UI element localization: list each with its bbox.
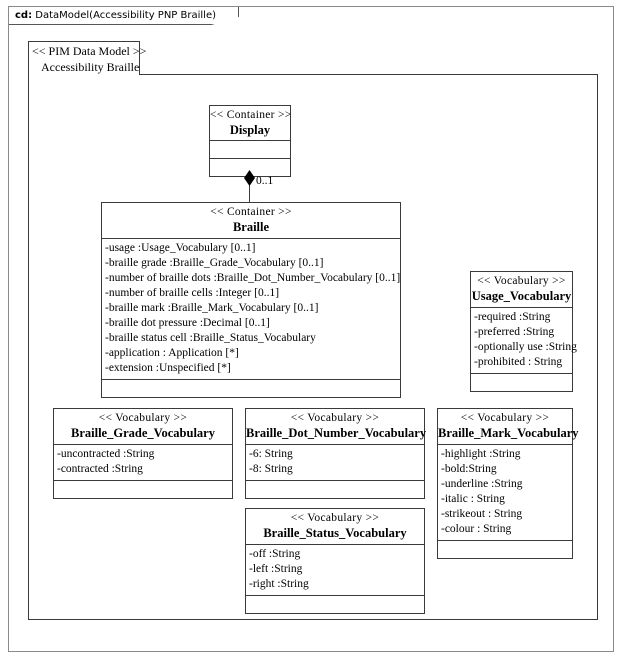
diagram-title-tab: cd: DataModel(Accessibility PNP Braille) — [9, 7, 239, 25]
class-braille-name: Braille — [232, 220, 270, 234]
class-braille-stereotype: << Container >> — [210, 206, 292, 218]
attribute-row: -off :String — [249, 548, 301, 560]
attribute-row: -braille status cell :Braille_Status_Voc… — [105, 332, 316, 344]
diagram-kind-label: cd: — [15, 10, 33, 21]
class-display-attributes — [210, 141, 290, 159]
attribute-row: -contracted :String — [57, 463, 143, 475]
class-braille-grade-vocabulary-stereotype: << Vocabulary >> — [98, 412, 188, 424]
attribute-row: -left :String — [249, 563, 303, 575]
attribute-row: -prohibited : String — [474, 356, 563, 368]
association-line-display-braille — [249, 172, 250, 203]
attribute-row: -optionally use :String — [474, 341, 577, 353]
class-usage-vocabulary-name: Usage_Vocabulary — [471, 289, 572, 303]
attribute-row: -extension :Unspecified [*] — [105, 362, 231, 374]
diagram-title-label: DataModel(Accessibility PNP Braille) — [32, 10, 216, 21]
class-braille-dot-number-vocabulary-attributes: -6: String -8: String — [246, 445, 424, 481]
attribute-row: -italic : String — [441, 493, 505, 505]
class-braille-status-vocabulary-stereotype: << Vocabulary >> — [290, 512, 380, 524]
class-display[interactable]: << Container >> Display — [209, 105, 291, 177]
attribute-row: -colour : String — [441, 523, 512, 535]
attribute-row: -required :String — [474, 311, 551, 323]
class-braille-mark-vocabulary-header: << Vocabulary >> Braille_Mark_Vocabulary — [438, 409, 579, 445]
association-multiplicity-label: 0..1 — [256, 175, 274, 187]
class-braille-status-vocabulary-header: << Vocabulary >> Braille_Status_Vocabula… — [246, 509, 424, 545]
class-braille-grade-vocabulary-name: Braille_Grade_Vocabulary — [71, 426, 215, 440]
class-braille-dot-number-vocabulary-operations — [246, 481, 424, 498]
class-braille[interactable]: << Container >> Braille -usage :Usage_Vo… — [101, 202, 401, 398]
class-braille-mark-vocabulary-operations — [438, 541, 572, 558]
attribute-row: -8: String — [249, 463, 293, 475]
class-usage-vocabulary-stereotype: << Vocabulary >> — [477, 275, 566, 287]
class-display-name: Display — [229, 123, 271, 137]
attribute-row: -application : Application [*] — [105, 347, 239, 359]
class-usage-vocabulary-header: << Vocabulary >> Usage_Vocabulary — [471, 272, 572, 308]
class-braille-attributes: -usage :Usage_Vocabulary [0..1] -braille… — [102, 239, 400, 380]
class-usage-vocabulary-attributes: -required :String -preferred :String -op… — [471, 308, 577, 374]
class-braille-status-vocabulary-attributes: -off :String -left :String -right :Strin… — [246, 545, 424, 596]
attribute-row: -number of braille cells :Integer [0..1] — [105, 287, 280, 299]
class-braille-dot-number-vocabulary-stereotype: << Vocabulary >> — [290, 412, 380, 424]
class-braille-mark-vocabulary[interactable]: << Vocabulary >> Braille_Mark_Vocabulary… — [437, 408, 579, 559]
attribute-row: -strikeout : String — [441, 508, 523, 520]
class-braille-grade-vocabulary[interactable]: << Vocabulary >> Braille_Grade_Vocabular… — [53, 408, 233, 499]
attribute-row: -6: String — [249, 448, 293, 460]
attribute-row: -number of braille dots :Braille_Dot_Num… — [105, 272, 401, 284]
attribute-row: -right :String — [249, 578, 309, 590]
attribute-row: -preferred :String — [474, 326, 555, 338]
class-braille-mark-vocabulary-stereotype: << Vocabulary >> — [460, 412, 550, 424]
class-braille-mark-vocabulary-name: Braille_Mark_Vocabulary — [438, 426, 579, 440]
attribute-row: -underline :String — [441, 478, 523, 490]
attribute-row: -bold:String — [441, 463, 497, 475]
class-braille-status-vocabulary-operations — [246, 596, 424, 613]
class-braille-status-vocabulary-name: Braille_Status_Vocabulary — [263, 526, 407, 540]
class-braille-dot-number-vocabulary-name: Braille_Dot_Number_Vocabulary — [246, 426, 427, 440]
class-braille-operations — [102, 380, 400, 397]
class-usage-vocabulary[interactable]: << Vocabulary >> Usage_Vocabulary -requi… — [470, 271, 577, 392]
package-name: Accessibility Braille — [41, 60, 140, 74]
class-braille-status-vocabulary[interactable]: << Vocabulary >> Braille_Status_Vocabula… — [245, 508, 425, 614]
attribute-row: -usage :Usage_Vocabulary [0..1] — [105, 242, 256, 254]
class-braille-dot-number-vocabulary[interactable]: << Vocabulary >> Braille_Dot_Number_Voca… — [245, 408, 427, 499]
class-braille-grade-vocabulary-operations — [54, 481, 232, 498]
attribute-row: -braille mark :Braille_Mark_Vocabulary [… — [105, 302, 319, 314]
class-usage-vocabulary-operations — [471, 374, 572, 391]
class-braille-grade-vocabulary-header: << Vocabulary >> Braille_Grade_Vocabular… — [54, 409, 232, 445]
class-braille-header: << Container >> Braille — [102, 203, 400, 239]
class-display-stereotype: << Container >> — [210, 109, 292, 121]
attribute-row: -uncontracted :String — [57, 448, 155, 460]
class-braille-mark-vocabulary-attributes: -highlight :String -bold:String -underli… — [438, 445, 572, 541]
attribute-row: -braille dot pressure :Decimal [0..1] — [105, 317, 270, 329]
package-stereotype: << PIM Data Model >> — [32, 44, 147, 58]
class-display-header: << Container >> Display — [210, 106, 292, 141]
package-header-tab: << PIM Data Model >> Accessibility Brail… — [28, 41, 147, 75]
class-braille-dot-number-vocabulary-header: << Vocabulary >> Braille_Dot_Number_Voca… — [246, 409, 427, 445]
composition-diamond-icon — [244, 170, 255, 186]
attribute-row: -braille grade :Braille_Grade_Vocabulary… — [105, 257, 324, 269]
class-braille-grade-vocabulary-attributes: -uncontracted :String -contracted :Strin… — [54, 445, 232, 481]
attribute-row: -highlight :String — [441, 448, 521, 460]
